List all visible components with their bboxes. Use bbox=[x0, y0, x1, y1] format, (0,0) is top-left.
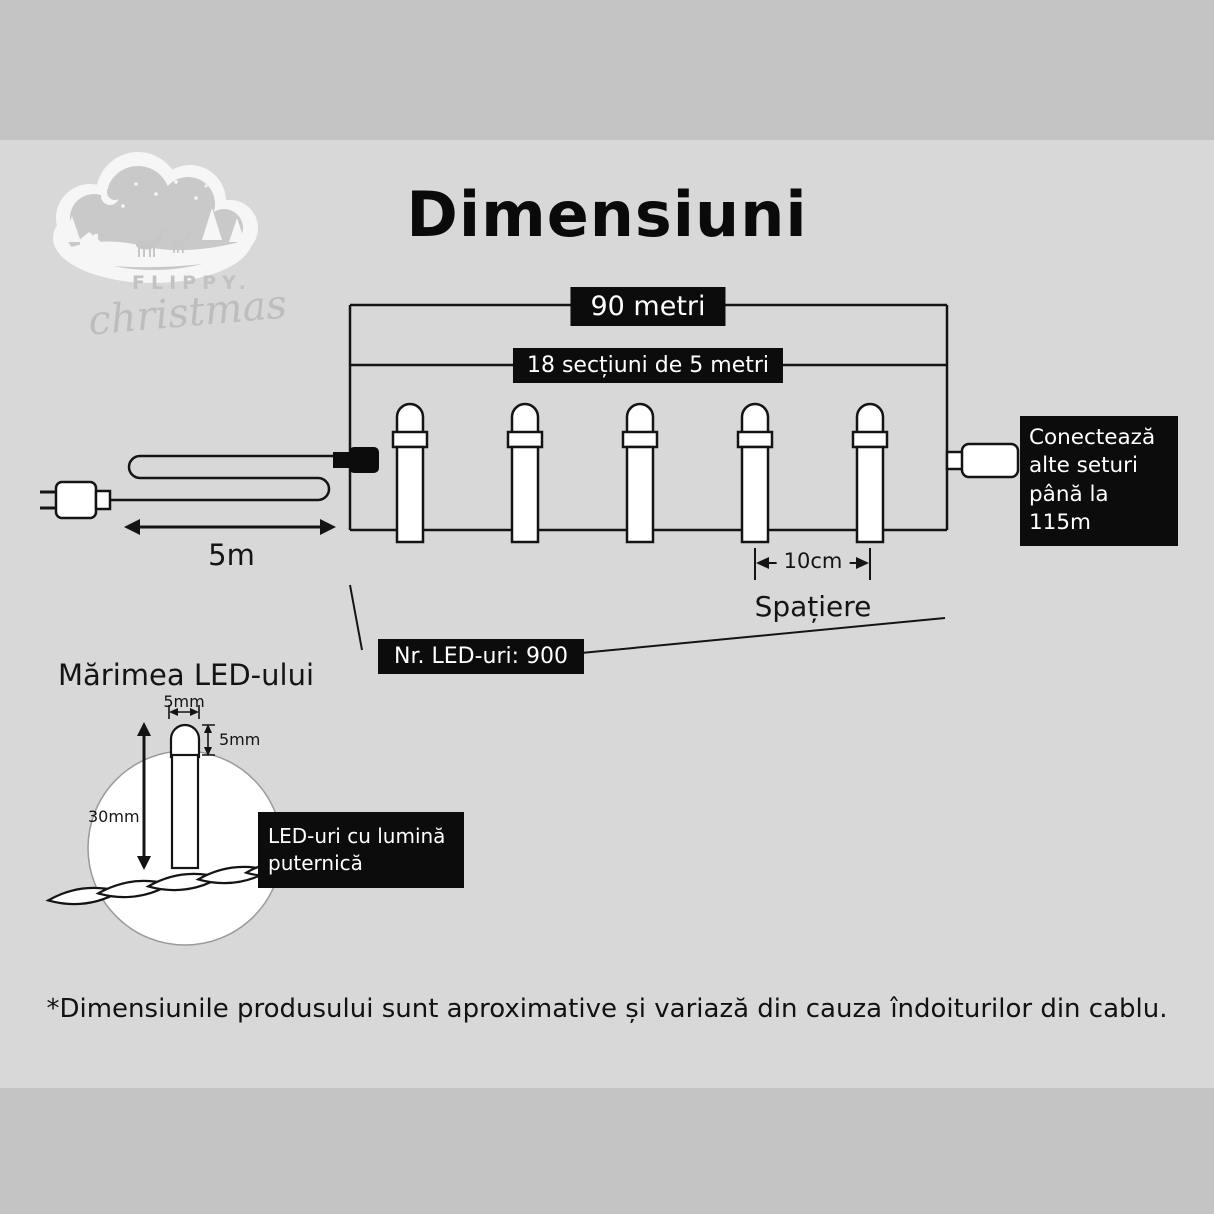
lead-coil-wire bbox=[109, 454, 340, 502]
led-size-heading: Mărimea LED-ului bbox=[58, 658, 315, 692]
inline-connector-icon bbox=[333, 447, 379, 473]
label-led-dome-height: 5mm bbox=[219, 730, 261, 749]
label-connect-note: Conectează alte seturi până la 115m bbox=[1020, 416, 1178, 546]
footnote: *Dimensiunile produsului sunt aproximati… bbox=[46, 994, 1168, 1024]
label-spacing-caption: Spațiere bbox=[754, 590, 872, 623]
leader-lines bbox=[349, 584, 946, 656]
led-bulb bbox=[506, 402, 544, 544]
arrow-5mm-height bbox=[202, 724, 215, 756]
led-bulb bbox=[736, 402, 774, 544]
end-connector-icon bbox=[945, 442, 1020, 479]
led-size-bulb bbox=[169, 723, 201, 870]
deer-icon bbox=[171, 228, 193, 253]
label-sections: 18 secțiuni de 5 metri bbox=[512, 348, 784, 383]
label-spacing-value: 10cm bbox=[776, 549, 850, 573]
led-bulb bbox=[621, 402, 659, 544]
led-bulb bbox=[851, 402, 889, 544]
label-led-width: 5mm bbox=[163, 692, 205, 711]
deer-icon bbox=[136, 227, 167, 257]
power-plug-icon bbox=[40, 480, 112, 520]
label-led-brightness-note: LED-uri cu lumină puternică bbox=[258, 812, 464, 888]
label-lead-length: 5m bbox=[208, 538, 255, 572]
led-bulb bbox=[391, 402, 429, 544]
arrow-30mm bbox=[137, 722, 151, 870]
arrow-5mm-width bbox=[168, 705, 200, 719]
label-total-length: 90 metri bbox=[570, 287, 726, 326]
page-title: Dimensiuni bbox=[406, 178, 808, 251]
brand-logo-illustration bbox=[53, 152, 258, 283]
tree-icons bbox=[63, 208, 245, 242]
label-led-body-length: 30mm bbox=[88, 807, 140, 826]
house-icon bbox=[77, 232, 101, 255]
bottom-band bbox=[0, 1088, 1214, 1214]
label-led-count: Nr. LED-uri: 900 bbox=[378, 639, 585, 674]
arrow-5m bbox=[124, 519, 336, 535]
stars-icons bbox=[121, 180, 208, 208]
brand-name: FLIPPY. bbox=[132, 272, 252, 294]
moon-icon bbox=[101, 184, 123, 205]
top-band bbox=[0, 0, 1214, 140]
